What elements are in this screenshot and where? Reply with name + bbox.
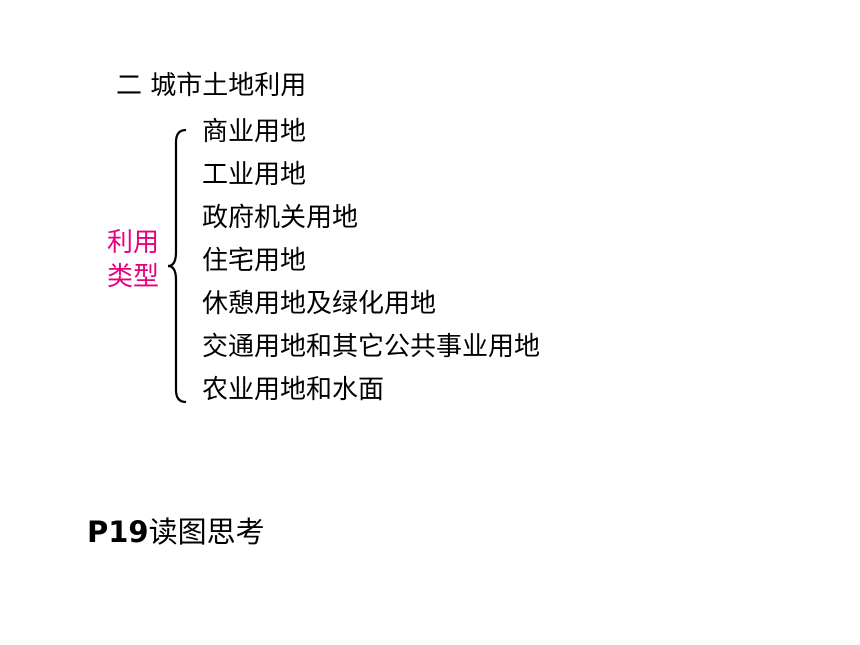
list-item: 商业用地 [202,117,307,147]
footer-text: 读图思考 [148,515,265,549]
category-label-line-1: 利用 [107,228,160,258]
footer-prompt: P19读图思考 [87,512,265,552]
land-use-type-list: 商业用地 工业用地 政府机关用地 住宅用地 休憩用地及绿化用地 交通用地和其它公… [202,111,540,412]
section-heading: 二 城市土地利用 [116,71,307,101]
list-item: 住宅用地 [202,246,307,276]
list-item: 工业用地 [202,160,307,190]
page-reference: P19 [87,515,149,549]
list-item: 农业用地和水面 [202,375,385,405]
list-item: 政府机关用地 [202,203,359,233]
curly-brace-icon [167,128,187,404]
category-label-line-2: 类型 [107,262,160,292]
list-item: 交通用地和其它公共事业用地 [202,332,541,362]
category-label: 利用 类型 [107,226,159,294]
list-item: 休憩用地及绿化用地 [202,289,437,319]
